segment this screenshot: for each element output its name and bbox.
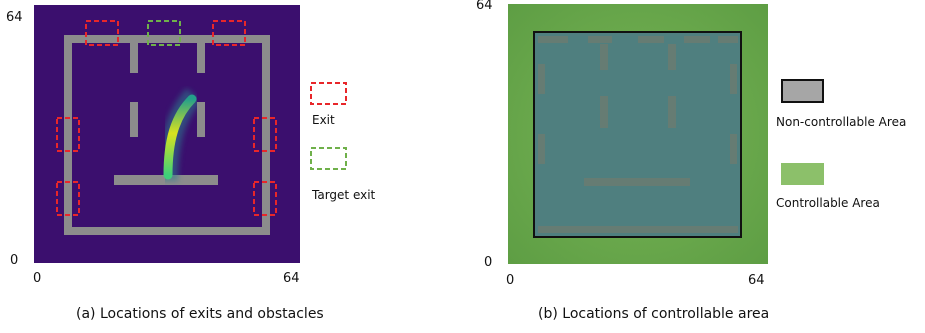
panel-a-map <box>34 5 300 263</box>
panel-b-map <box>508 4 768 264</box>
exit-marker-top-1 <box>85 20 119 46</box>
obstacle-post-2 <box>197 39 205 73</box>
exit-marker-left-1 <box>56 117 80 152</box>
wall-overlay <box>538 36 738 233</box>
trajectory-density <box>163 94 197 180</box>
obstacle-post-3 <box>130 102 138 137</box>
obstacle-post-1 <box>130 39 138 73</box>
panel-a-y-tick-bottom: 0 <box>10 253 19 268</box>
panel-a-x-tick-left: 0 <box>33 271 42 286</box>
legend-target-swatch <box>310 147 347 170</box>
legend-controllable-swatch <box>781 163 824 185</box>
wall-top <box>64 35 268 43</box>
panel-b-caption: (b) Locations of controllable area <box>538 306 770 322</box>
legend-exit-swatch <box>310 82 347 105</box>
wall-right <box>262 35 270 235</box>
exit-marker-right-2 <box>253 181 277 216</box>
exit-marker-left-2 <box>56 181 80 216</box>
exit-marker-top-2 <box>212 20 246 46</box>
exit-marker-right-1 <box>253 117 277 152</box>
legend-controllable-label: Controllable Area <box>776 196 880 210</box>
panel-b-y-tick-bottom: 0 <box>484 255 493 270</box>
panel-b-y-tick-top: 64 <box>476 0 493 13</box>
panel-b-x-tick-left: 0 <box>506 273 515 288</box>
wall-left <box>64 35 72 235</box>
target-exit-marker <box>147 20 181 46</box>
wall-bottom <box>64 227 268 235</box>
legend-noncontrollable-swatch <box>781 79 824 103</box>
obstacle-post-4 <box>197 102 205 137</box>
non-controllable-region <box>533 31 742 238</box>
legend-exit-label: Exit <box>312 113 335 127</box>
panel-a-y-tick-top: 64 <box>6 10 23 25</box>
panel-a-x-tick-right: 64 <box>283 271 300 286</box>
panel-a-caption: (a) Locations of exits and obstacles <box>76 306 324 322</box>
legend-target-label: Target exit <box>312 188 376 202</box>
panel-b-x-tick-right: 64 <box>748 273 765 288</box>
legend-noncontrollable-label: Non-controllable Area <box>776 115 907 129</box>
